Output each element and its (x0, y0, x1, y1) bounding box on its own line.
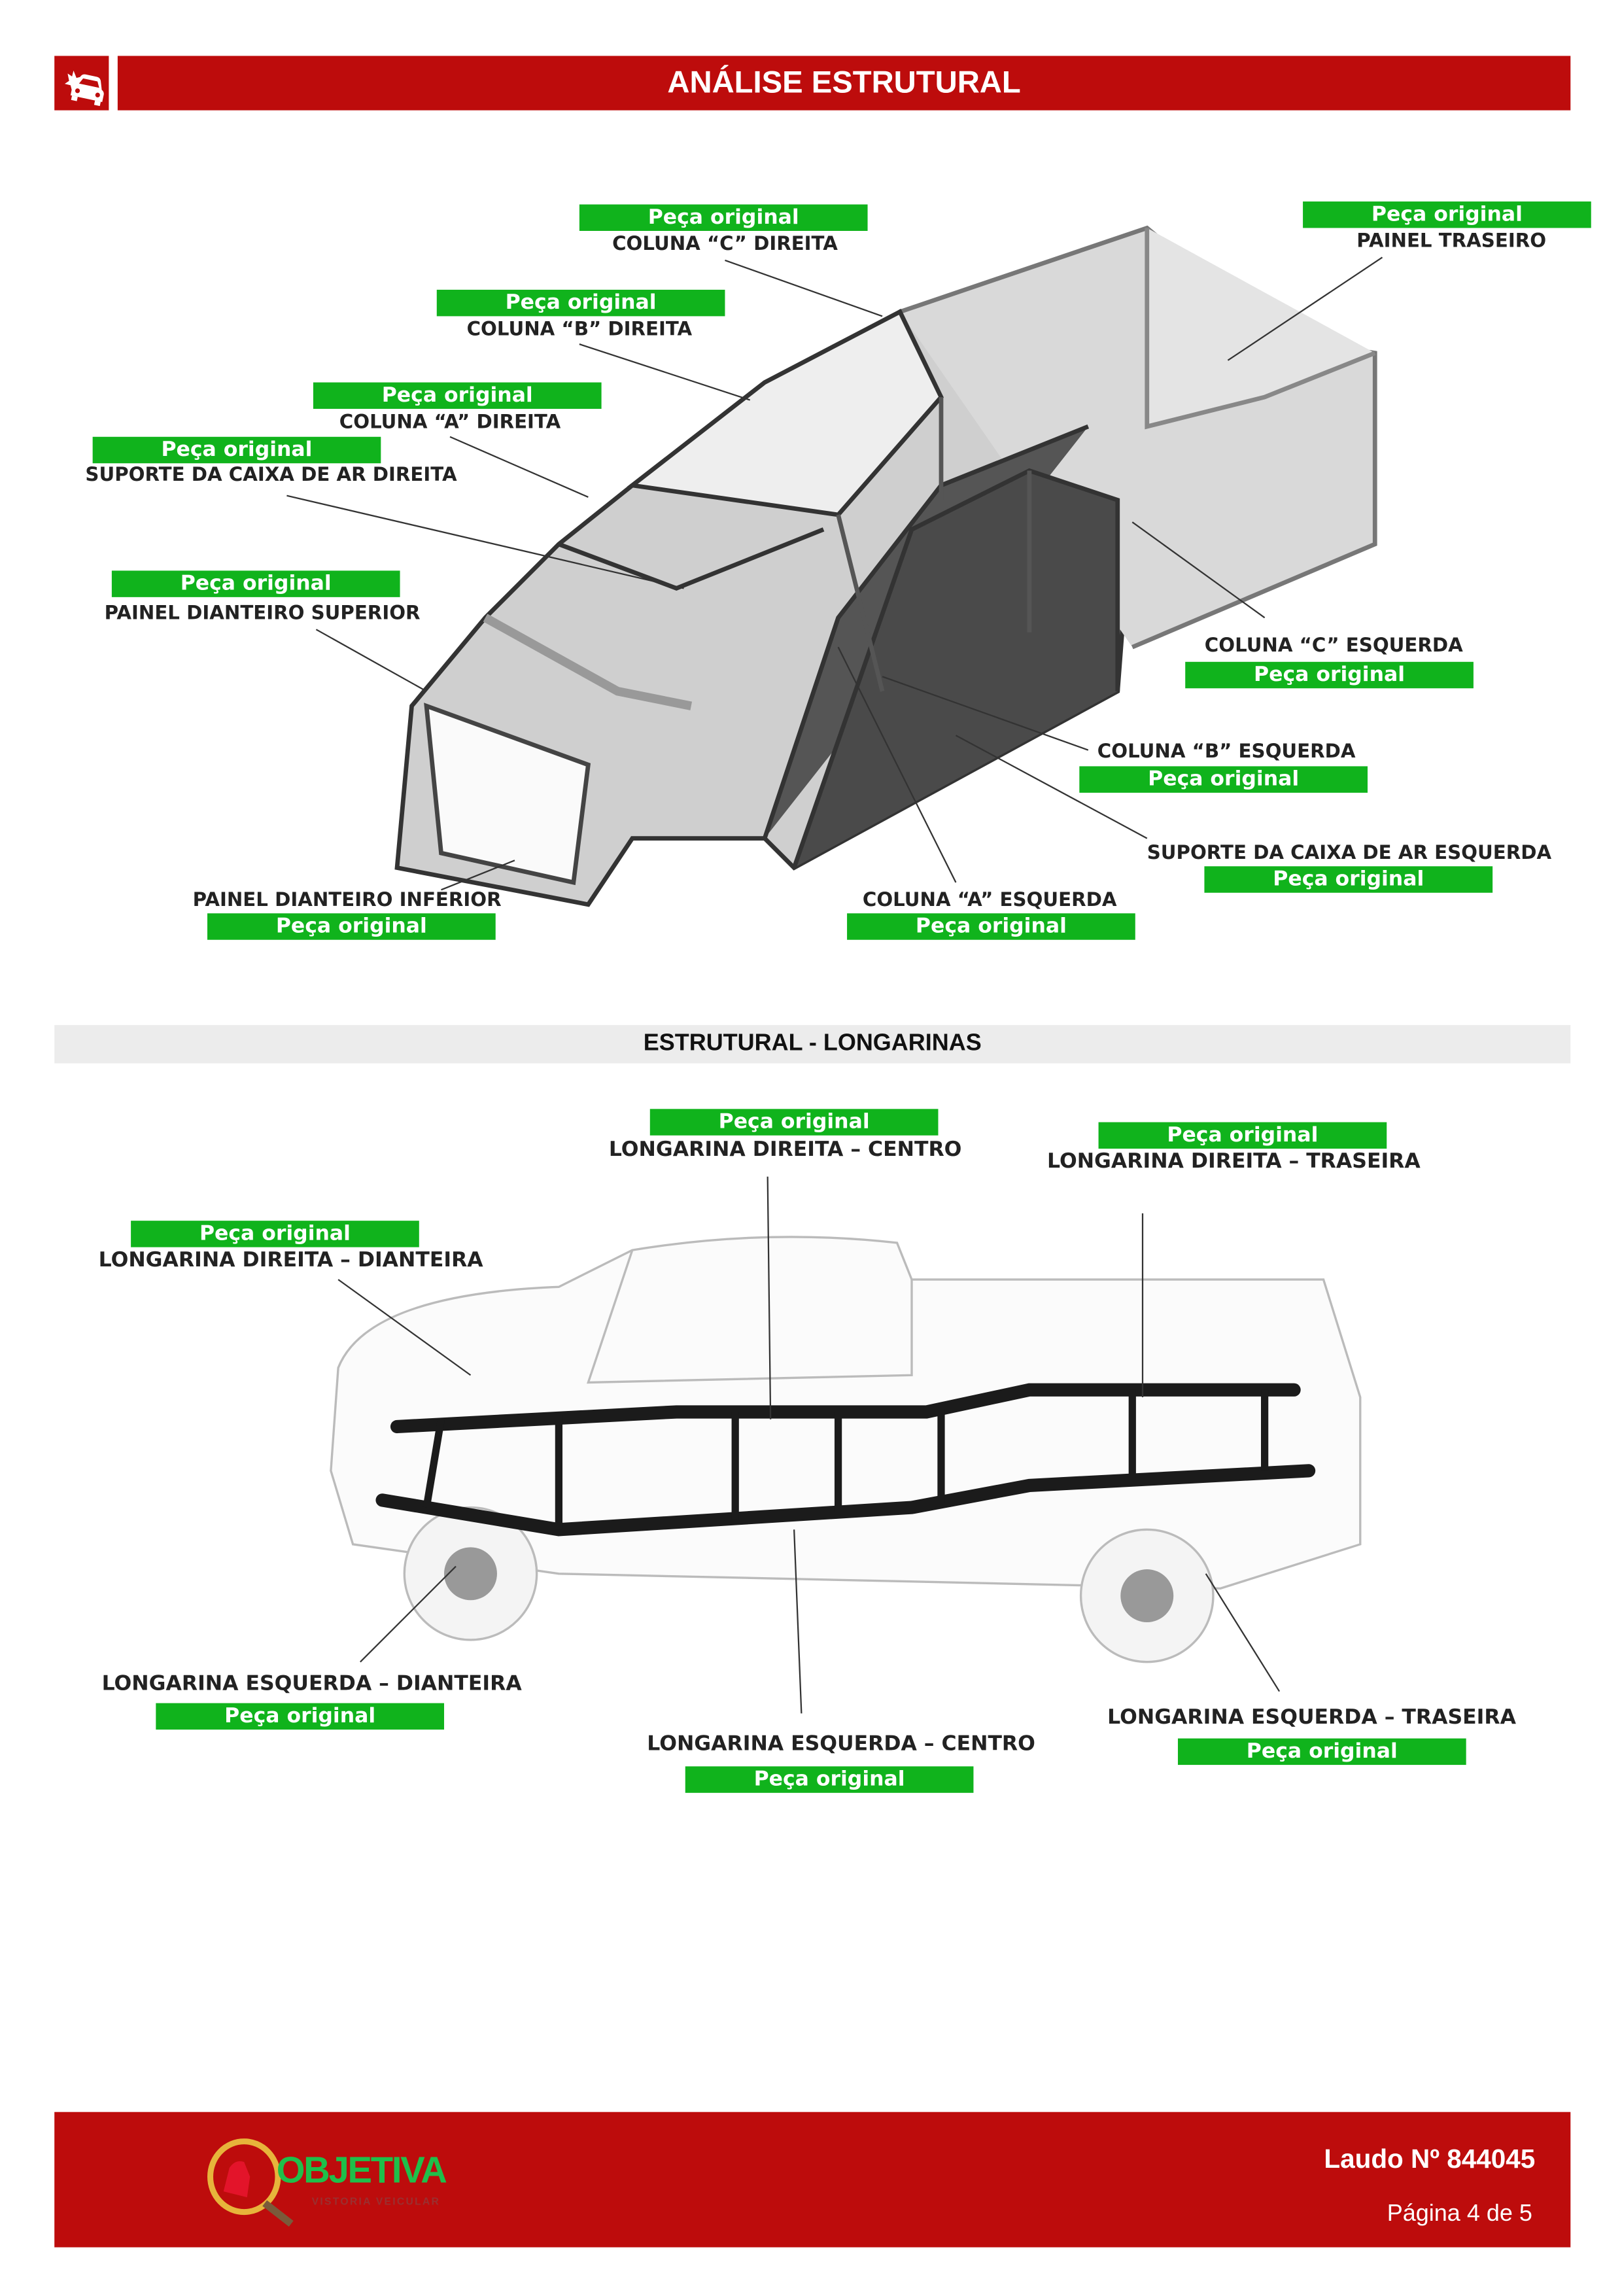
part-label: LONGARINA ESQUERDA – TRASEIRA (1107, 1706, 1516, 1730)
footer: OBJETIVA VISTORIA VEICULAR Laudo Nº 8440… (54, 2112, 1571, 2248)
part-label: COLUNA “C” DIREITA (612, 234, 838, 256)
part-label: PAINEL DIANTEIRO SUPERIOR (104, 602, 421, 625)
status-badge: Peça original (207, 913, 496, 940)
part-label: PAINEL TRASEIRO (1356, 230, 1547, 253)
status-badge: Peça original (92, 436, 381, 464)
logo-subtitle-text: VISTORIA VEICULAR (311, 2197, 441, 2208)
part-label: LONGARINA DIREITA – TRASEIRA (1047, 1150, 1421, 1174)
part-label: PAINEL DIANTEIRO INFERIOR (192, 890, 502, 913)
status-badge: Peça original (436, 289, 725, 317)
part-label: COLUNA “A” DIREITA (339, 411, 561, 434)
header-icon-box (54, 56, 109, 111)
part-label: COLUNA “B” DIREITA (466, 319, 693, 341)
header-bar: ANÁLISE ESTRUTURAL (117, 56, 1571, 111)
status-badge: Peça original (313, 382, 602, 409)
section-title: ESTRUTURAL - LONGARINAS (643, 1031, 982, 1056)
vehicle-body-structure-image (286, 225, 1383, 907)
status-badge: Peça original (1185, 661, 1474, 689)
status-badge: Peça original (579, 204, 868, 231)
status-badge: Peça original (156, 1703, 445, 1730)
status-badge: Peça original (685, 1766, 974, 1793)
part-label: LONGARINA DIREITA – DIANTEIRA (98, 1248, 483, 1272)
page-number: Página 4 de 5 (1387, 2201, 1532, 2227)
status-badge: Peça original (131, 1221, 419, 1247)
part-label: COLUNA “C” ESQUERDA (1204, 635, 1463, 658)
part-label: LONGARINA DIREITA – CENTRO (608, 1138, 962, 1162)
magnifier-car-logo-icon (207, 2138, 294, 2227)
status-badge: Peça original (847, 913, 1135, 940)
part-label: COLUNA “A” ESQUERDA (862, 890, 1117, 913)
objetiva-logo: OBJETIVA VISTORIA VEICULAR (206, 2138, 485, 2227)
report-number: Laudo Nº 844045 (1324, 2144, 1536, 2174)
status-badge: Peça original (1098, 1122, 1387, 1149)
status-badge: Peça original (1177, 1738, 1466, 1765)
logo-brand-text: OBJETIVA (276, 2150, 447, 2192)
vehicle-chassis-image (330, 1176, 1362, 1714)
status-badge: Peça original (1204, 866, 1493, 893)
car-crash-icon (64, 70, 104, 107)
part-label: LONGARINA ESQUERDA – CENTRO (647, 1732, 1035, 1756)
status-badge: Peça original (649, 1109, 939, 1136)
page-title: ANÁLISE ESTRUTURAL (667, 65, 1021, 99)
status-badge: Peça original (111, 570, 400, 597)
section-header: ESTRUTURAL - LONGARINAS (54, 1025, 1571, 1064)
part-label: COLUNA “B” ESQUERDA (1097, 741, 1356, 763)
status-badge: Peça original (1303, 201, 1591, 228)
part-label: SUPORTE DA CAIXA DE AR ESQUERDA (1147, 843, 1552, 865)
status-badge: Peça original (1079, 766, 1368, 793)
part-label: LONGARINA ESQUERDA – DIANTEIRA (101, 1672, 522, 1696)
part-label: SUPORTE DA CAIXA DE AR DIREITA (85, 464, 457, 487)
